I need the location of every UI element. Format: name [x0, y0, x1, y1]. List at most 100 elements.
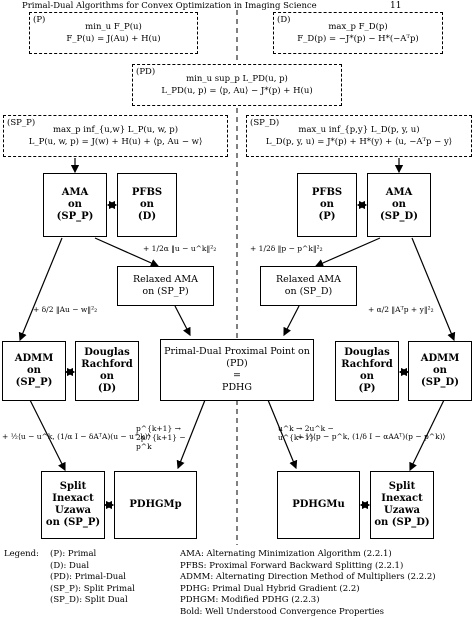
ama-spp-box: AMA on (SP_P)	[43, 173, 107, 237]
problem-pd-box: (PD) min_u sup_p L_PD(u, p) L_PD(u, p) =…	[132, 64, 342, 106]
pdhgmp-box: PDHGMp	[114, 471, 197, 539]
legend-title: Legend:	[4, 549, 39, 559]
dr-d-box: Douglas Rachford on (D)	[75, 341, 139, 401]
dr-d-line3: on	[100, 371, 114, 382]
relaxed-ama-spp-line2: on (SP_P)	[142, 286, 189, 297]
problem-p-box: (P) min_u F_P(u) F_P(u) = J(Au) + H(u)	[29, 12, 198, 54]
siu-spd-line1: Split	[388, 481, 416, 492]
problem-pd-tag: (PD)	[136, 67, 156, 77]
pfbs-p-line3: (P)	[318, 211, 336, 222]
pdhgmp-label: PDHGMp	[129, 499, 182, 510]
ama-spd-line2: on	[392, 199, 406, 210]
ppp-pdhg-box: Primal-Dual Proximal Point on (PD) = PDH…	[160, 339, 314, 401]
ama-spp-line2: on	[68, 199, 82, 210]
pdhgmu-label: PDHGMu	[292, 499, 345, 510]
siu-spp-line2: Inexact	[52, 493, 94, 504]
admm-spd-line2: on	[433, 365, 447, 376]
siu-spd-line4: on (SP_D)	[374, 517, 430, 528]
ama-spp-line1: AMA	[61, 187, 89, 198]
admm-spp-line1: ADMM	[14, 353, 54, 364]
edge-label-uk-right: u^k → 2u^k − u^{k−1}	[278, 424, 334, 442]
siu-spp-box: Split Inexact Uzawa on (SP_P)	[41, 471, 105, 539]
legend-right-item: ADMM: Alternating Direction Method of Mu…	[180, 572, 436, 582]
ppp-line4: PDHG	[222, 382, 252, 393]
edge-label-siu-right: + ½⟨p − p^k, (1/δ I − αAAᵀ)(p − p^k)⟩	[297, 432, 446, 441]
dr-d-line2: Rachford	[81, 359, 133, 370]
ppp-line1: Primal-Dual Proximal Point on	[164, 346, 310, 357]
legend-right-item: PDHGM: Modified PDHG (2.2.3)	[180, 595, 320, 605]
legend-right-item: PFBS: Proximal Forward Backward Splittin…	[180, 560, 404, 571]
ama-spd-box: AMA on (SP_D)	[367, 173, 431, 237]
problem-spp-definition: L_P(u, w, p) = J(w) + H(u) + ⟨p, Au − w⟩	[28, 137, 203, 147]
ama-spd-line3: (SP_D)	[380, 211, 418, 222]
relaxed-ama-spd-box: Relaxed AMA on (SP_D)	[260, 266, 357, 306]
legend-left-item: (D): Dual	[50, 560, 90, 571]
edge-label-admm-left: + δ/2 ‖Au − w‖²₂	[33, 305, 98, 314]
admm-spp-line2: on	[27, 365, 41, 376]
problem-spd-tag: (SP_D)	[250, 118, 280, 128]
legend-left-item: (P): Primal	[50, 549, 97, 559]
problem-d-box: (D) max_p F_D(p) F_D(p) = −J*(p) − H*(−A…	[273, 12, 443, 54]
arrow-ama-admm-right	[411, 237, 456, 342]
siu-spd-box: Split Inexact Uzawa on (SP_D)	[370, 471, 434, 539]
ama-spd-line1: AMA	[385, 187, 413, 198]
problem-d-tag: (D)	[277, 15, 291, 25]
siu-spp-line3: Uzawa	[55, 505, 91, 516]
pfbs-d-line1: PFBS	[131, 187, 163, 198]
legend-left-item: (PD): Primal-Dual	[50, 572, 127, 582]
admm-spd-line1: ADMM	[420, 353, 460, 364]
relaxed-ama-spd-line2: on (SP_D)	[284, 286, 333, 297]
problem-pd-objective: min_u sup_p L_PD(u, p)	[186, 74, 288, 84]
arrow-admm-siu-right	[409, 399, 445, 472]
ppp-line2: (PD)	[226, 358, 248, 369]
arrow-ama-admm-left	[18, 237, 63, 342]
arrow-relaxed-pdhg-left	[174, 305, 191, 337]
problem-d-objective: max_p F_D(p)	[328, 22, 388, 32]
pfbs-d-box: PFBS on (D)	[117, 173, 177, 237]
legend-right-list: AMA: Alternating Minimization Algorithm …	[180, 549, 436, 618]
problem-spd-box: (SP_D) max_u inf_{p,y} L_D(p, y, u) L_D(…	[246, 115, 472, 157]
pfbs-p-box: PFBS on (P)	[297, 173, 357, 237]
problem-p-tag: (P)	[33, 15, 46, 25]
ppp-line3: =	[233, 370, 241, 381]
legend-left-list: (P): Primal (D): Dual (PD): Primal-Dual …	[50, 549, 135, 607]
admm-spp-line3: (SP_P)	[15, 377, 53, 388]
admm-spd-box: ADMM on (SP_D)	[408, 341, 472, 401]
dr-p-line4: (P)	[358, 383, 376, 394]
problem-p-definition: F_P(u) = J(Au) + H(u)	[66, 34, 161, 44]
pdhgmu-box: PDHGMu	[277, 471, 360, 539]
legend-left-item: (SP_P): Split Primal	[50, 583, 135, 594]
relaxed-ama-spp-box: Relaxed AMA on (SP_P)	[117, 266, 214, 306]
legend-left-item: (SP_D): Split Dual	[50, 595, 128, 605]
problem-spp-objective: max_p inf_{u,w} L_P(u, w, p)	[52, 125, 179, 135]
relaxed-ama-spd-line1: Relaxed AMA	[275, 274, 341, 285]
dr-p-line3: on	[360, 371, 374, 382]
page-number: 11	[390, 1, 402, 11]
legend-right-item: PDHG: Primal Dual Hybrid Gradient (2.2)	[180, 583, 360, 594]
legend-right-item: AMA: Alternating Minimization Algorithm …	[180, 549, 392, 559]
edge-label-relax-right: + 1/2δ ‖p − p^k‖²₂	[250, 244, 323, 253]
arrow-pdhg-pdhgmp	[176, 399, 206, 470]
arrow-pdhg-pdhgmu	[267, 399, 298, 470]
pfbs-p-line2: on	[320, 199, 334, 210]
edge-label-relax-left: + 1/2α ‖u − u^k‖²₂	[143, 244, 217, 253]
relaxed-ama-spp-line1: Relaxed AMA	[132, 274, 198, 285]
problem-spp-tag: (SP_P)	[7, 118, 36, 128]
siu-spd-line2: Inexact	[381, 493, 423, 504]
admm-spp-box: ADMM on (SP_P)	[2, 341, 66, 401]
arrow-relaxed-pdhg-right	[283, 305, 300, 337]
arrow-admm-siu-left	[29, 399, 66, 472]
edge-label-admm-right: + α/2 ‖Aᵀp + y‖²₂	[368, 305, 434, 314]
problem-spd-definition: L_D(p, y, u) = J*(p) + H*(y) + ⟨u, −Aᵀp …	[265, 137, 453, 147]
siu-spd-line3: Uzawa	[384, 505, 420, 516]
dr-p-line2: Rachford	[341, 359, 393, 370]
edge-label-siu-left: + ½⟨u − u^k, (1/α I − δAᵀA)(u − u^k)⟩	[2, 432, 151, 441]
problem-pd-definition: L_PD(u, p) = ⟨p, Au⟩ − J*(p) + H(u)	[161, 86, 313, 96]
running-title: Primal-Dual Algorithms for Convex Optimi…	[22, 1, 317, 11]
pfbs-d-line2: on	[140, 199, 154, 210]
problem-spd-objective: max_u inf_{p,y} L_D(p, y, u)	[298, 125, 420, 135]
dr-p-box: Douglas Rachford on (P)	[335, 341, 399, 401]
dr-p-line1: Douglas	[344, 347, 390, 358]
siu-spp-line4: on (SP_P)	[45, 517, 101, 528]
